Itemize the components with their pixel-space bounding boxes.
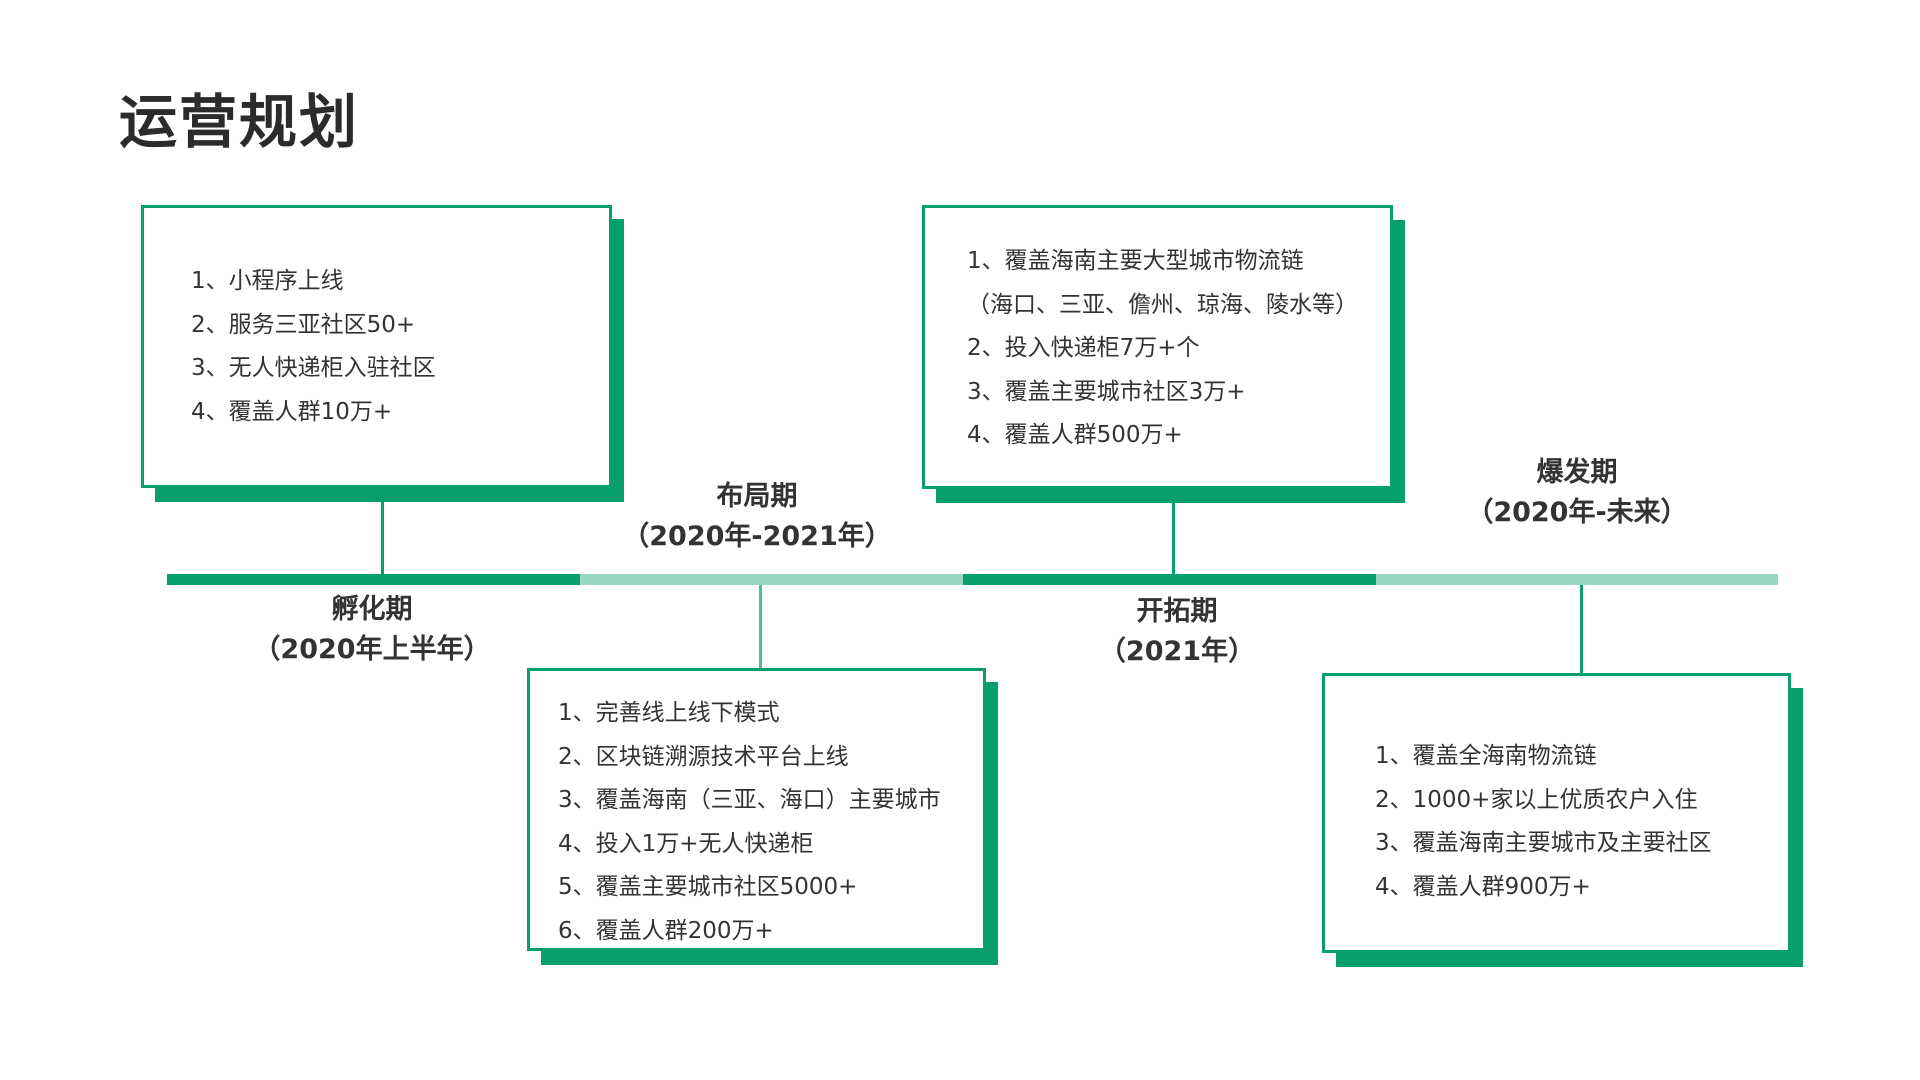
list-item: 2、区块链溯源技术平台上线 xyxy=(558,743,849,770)
connector-phase-1 xyxy=(381,500,384,576)
list-item: 4、覆盖人群10万+ xyxy=(191,398,393,425)
card-list-phase-1: 1、小程序上线 2、服务三亚社区50+ 3、无人快递柜入驻社区 4、覆盖人群10… xyxy=(191,260,609,434)
list-item: 1、覆盖全海南物流链 xyxy=(1375,743,1597,769)
phase-period: （2021年） xyxy=(1098,636,1256,667)
connector-phase-2 xyxy=(759,585,762,668)
list-item: 4、投入1万+无人快递柜 xyxy=(558,830,814,857)
list-item: 3、覆盖主要城市社区3万+ xyxy=(967,378,1246,405)
connector-phase-3 xyxy=(1172,500,1175,576)
phase-period: （2020年上半年） xyxy=(253,634,491,665)
card-phase-2: 1、完善线上线下模式 2、区块链溯源技术平台上线 3、覆盖海南（三亚、海口）主要… xyxy=(527,668,986,951)
card-phase-1: 1、小程序上线 2、服务三亚社区50+ 3、无人快递柜入驻社区 4、覆盖人群10… xyxy=(141,205,612,488)
list-item: 1、覆盖海南主要大型城市物流链 xyxy=(967,248,1304,274)
phase-name: 布局期 xyxy=(716,481,798,512)
list-item: （海口、三亚、儋州、琼海、陵水等） xyxy=(967,291,1358,318)
phase-period: （2020年-2021年） xyxy=(622,521,892,552)
timeline-segment-phase-3 xyxy=(963,574,1376,585)
list-item: 1、完善线上线下模式 xyxy=(558,700,780,726)
list-item: 2、1000+家以上优质农户入住 xyxy=(1375,786,1698,813)
list-item: 6、覆盖人群200万+ xyxy=(558,917,774,944)
timeline-segment-phase-2 xyxy=(580,574,963,585)
timeline-segment-phase-1 xyxy=(167,574,580,585)
list-item: 5、覆盖主要城市社区5000+ xyxy=(558,874,858,900)
list-item: 1、小程序上线 xyxy=(191,268,344,294)
list-item: 3、覆盖海南主要城市及主要社区 xyxy=(1375,830,1712,856)
phase-name: 开拓期 xyxy=(1136,596,1218,627)
page-title: 运营规划 xyxy=(119,88,360,156)
phase-name: 孵化期 xyxy=(331,594,413,625)
phase-label-1: 孵化期 （2020年上半年） xyxy=(253,590,490,670)
list-item: 4、覆盖人群500万+ xyxy=(967,422,1183,448)
connector-phase-4 xyxy=(1580,585,1583,673)
card-phase-3: 1、覆盖海南主要大型城市物流链 （海口、三亚、儋州、琼海、陵水等） 2、投入快递… xyxy=(922,205,1393,489)
card-list-phase-4: 1、覆盖全海南物流链 2、1000+家以上优质农户入住 3、覆盖海南主要城市及主… xyxy=(1375,735,1788,909)
phase-label-2: 布局期 （2020年-2021年） xyxy=(622,477,892,557)
list-item: 3、覆盖海南（三亚、海口）主要城市 xyxy=(558,787,941,813)
list-item: 2、投入快递柜7万+个 xyxy=(967,335,1200,361)
list-item: 3、无人快递柜入驻社区 xyxy=(191,355,436,381)
timeline-segment-phase-4 xyxy=(1376,574,1778,585)
card-list-phase-3: 1、覆盖海南主要大型城市物流链 （海口、三亚、儋州、琼海、陵水等） 2、投入快递… xyxy=(967,240,1390,458)
phase-period: （2020年-未来） xyxy=(1466,497,1688,528)
list-item: 4、覆盖人群900万+ xyxy=(1375,873,1591,900)
phase-name: 爆发期 xyxy=(1536,457,1618,488)
list-item: 2、服务三亚社区50+ xyxy=(191,311,416,338)
phase-label-3: 开拓期 （2021年） xyxy=(1099,592,1255,672)
card-phase-4: 1、覆盖全海南物流链 2、1000+家以上优质农户入住 3、覆盖海南主要城市及主… xyxy=(1322,673,1791,953)
card-list-phase-2: 1、完善线上线下模式 2、区块链溯源技术平台上线 3、覆盖海南（三亚、海口）主要… xyxy=(558,692,983,953)
phase-label-4: 爆发期 （2020年-未来） xyxy=(1466,453,1687,533)
